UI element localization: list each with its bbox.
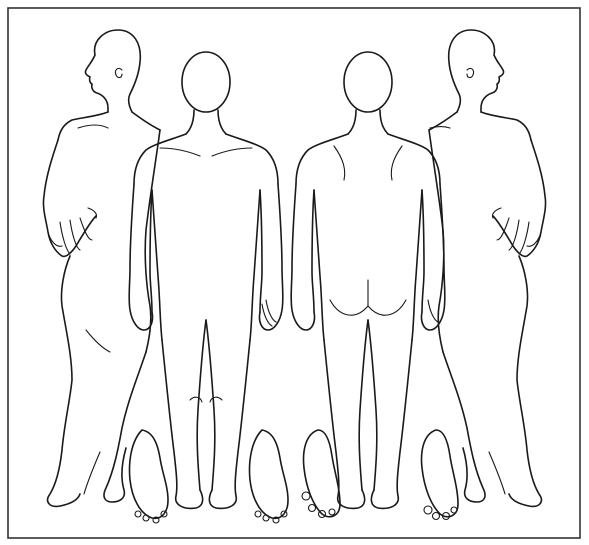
foot-sole-1: [130, 430, 169, 523]
figure-right-lateral: [429, 30, 546, 506]
foot-sole-4: [422, 430, 458, 520]
foot-sole-2: [250, 430, 289, 523]
figure-posterior: [291, 52, 445, 508]
frame-border: [8, 8, 580, 538]
figure-anterior: [129, 52, 283, 508]
figure-left-lateral: [43, 30, 160, 506]
